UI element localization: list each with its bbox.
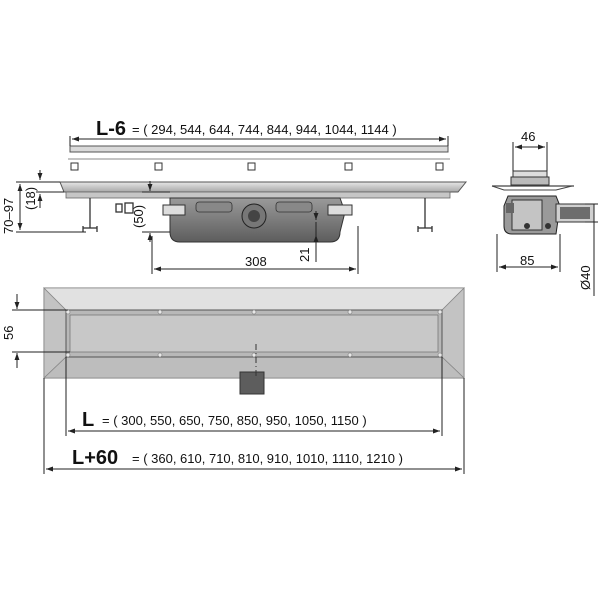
total-length-dimension — [43, 378, 465, 474]
flange-height-label: (18) — [23, 187, 38, 210]
outlet-distance-label: 308 — [245, 254, 267, 269]
adjustable-feet — [82, 198, 433, 232]
cross-section-view — [491, 170, 595, 235]
outlet-diameter-dimension — [585, 203, 598, 296]
outlet-diameter-label: Ø40 — [578, 265, 593, 290]
grate-length-label: L-6 — [96, 118, 126, 140]
channel-width-dimension — [12, 294, 70, 368]
height-range-label: 70–97 — [1, 198, 16, 234]
grate-strip — [69, 145, 449, 153]
plan-outlet-pipe — [239, 371, 265, 395]
grate-tabs — [70, 162, 444, 171]
side-width-label: 85 — [520, 253, 534, 268]
channel-length-label: L — [82, 409, 94, 431]
channel-width-label: 56 — [1, 326, 16, 340]
channel-length-values: = ( 300, 550, 650, 750, 850, 950, 1050, … — [102, 413, 367, 428]
plan-view — [43, 287, 465, 395]
channel-length-dimension — [65, 357, 443, 436]
grate-width-dimension — [512, 142, 548, 171]
side-width-dimension — [496, 234, 561, 272]
total-length-label: L+60 — [72, 447, 118, 469]
grate-length-values: = ( 294, 544, 644, 744, 844, 944, 1044, … — [132, 122, 397, 137]
grate-width-label: 46 — [521, 129, 535, 144]
total-length-values: = ( 360, 610, 710, 810, 910, 1010, 1110,… — [132, 451, 403, 466]
grate-length-dimension: L-6 = ( 294, 544, 644, 744, 844, 944, 10… — [69, 118, 449, 146]
channel-body — [59, 181, 468, 193]
trap-offset-dimension — [142, 181, 170, 242]
height-dimensions — [16, 170, 86, 233]
outlet-height-label: 21 — [297, 248, 312, 262]
trap-offset-label: (50) — [131, 205, 146, 228]
side-elevation-view — [59, 145, 468, 243]
outlet-distance-dimension — [151, 226, 359, 274]
